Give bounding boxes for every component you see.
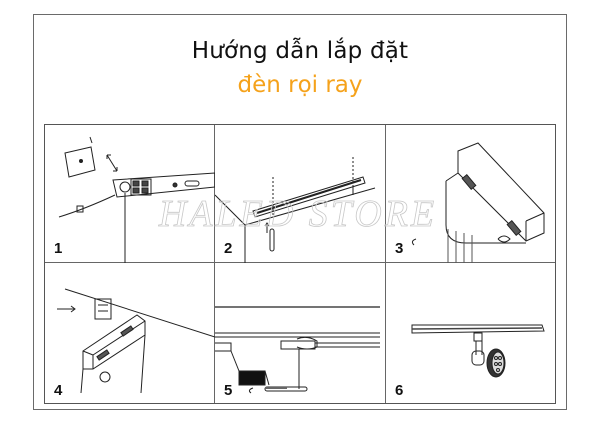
step-4-panel: 4 — [45, 263, 215, 405]
step-number: 6 — [395, 382, 404, 399]
step-2-illustration — [215, 157, 376, 263]
step-2-panel: 2 — [215, 125, 386, 263]
step-6-illustration — [411, 324, 545, 378]
grid-divider — [214, 125, 216, 403]
step-number: 5 — [224, 382, 233, 399]
step-1-panel: 1 — [45, 125, 215, 263]
page-title: Hướng dẫn lắp đặt — [191, 38, 409, 64]
step-number: 3 — [395, 240, 404, 257]
step-3-illustration — [411, 142, 545, 263]
step-number: 1 — [54, 240, 63, 257]
step-number: 2 — [224, 240, 233, 257]
step-3-panel: 3 — [386, 125, 557, 263]
step-5-panel: 5 — [215, 263, 386, 405]
grid-divider — [385, 125, 387, 403]
step-5-illustration — [215, 306, 380, 394]
page-subtitle: đèn rọi ray — [237, 72, 363, 98]
step-number: 4 — [54, 382, 63, 399]
step-4-illustration — [57, 288, 215, 394]
step-1-illustration — [58, 136, 215, 263]
instruction-grid: 1 2 — [44, 124, 556, 404]
grid-divider — [45, 262, 555, 264]
step-6-panel: 6 — [386, 263, 557, 405]
outer-frame — [33, 14, 567, 410]
